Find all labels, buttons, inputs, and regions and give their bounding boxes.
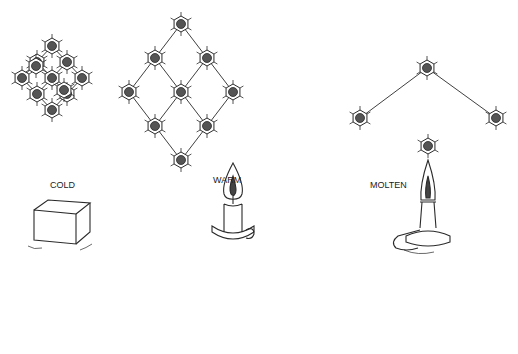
molecule <box>26 54 47 78</box>
molecule <box>54 78 75 102</box>
molecule <box>27 82 48 106</box>
molecule <box>72 66 93 90</box>
molecule <box>145 114 166 138</box>
molecule <box>27 50 48 74</box>
molecule <box>119 80 140 104</box>
molecule <box>418 134 439 158</box>
lattice <box>119 12 244 172</box>
molecule <box>42 98 63 122</box>
molecule <box>42 34 63 58</box>
molecule <box>197 114 218 138</box>
candle <box>212 163 254 239</box>
state-label: COLD <box>50 181 75 190</box>
molecule <box>197 46 218 70</box>
state-label: WARM <box>213 176 241 185</box>
molecule <box>171 148 192 172</box>
molecule <box>145 46 166 70</box>
molecule <box>417 56 438 80</box>
bunsen-burner <box>393 160 450 254</box>
lattice <box>350 56 507 158</box>
molecule <box>486 106 507 130</box>
molecule <box>350 106 371 130</box>
molecule <box>223 80 244 104</box>
molecule <box>171 80 192 104</box>
state-label: MOLTEN <box>370 181 407 190</box>
lattice <box>12 34 93 122</box>
molecule <box>171 12 192 36</box>
molecule <box>57 82 78 106</box>
ice-block <box>28 200 92 250</box>
molecule <box>57 50 78 74</box>
